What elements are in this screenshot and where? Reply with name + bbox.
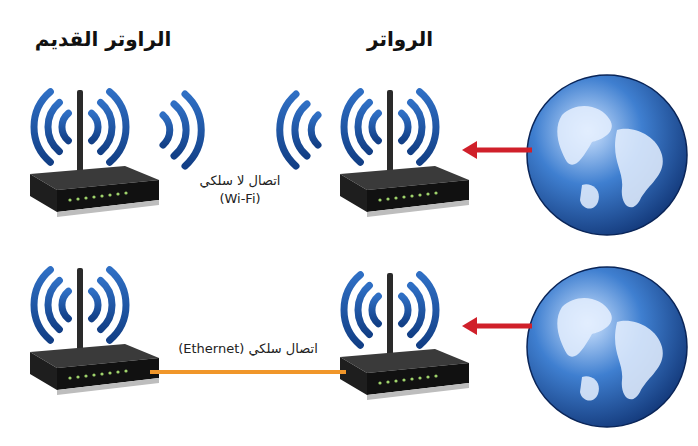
connection-label: اتصال سلكي (Ethernet): [175, 340, 321, 358]
router-heading: الراوتر القديم: [18, 26, 188, 52]
router-heading: الرواتر: [340, 26, 460, 52]
router-node: الراوتر القديم: [18, 26, 188, 216]
router-node: الرواتر: [340, 26, 460, 216]
connection-label: اتصال لا سلكي (Wi-Fi): [188, 172, 292, 207]
